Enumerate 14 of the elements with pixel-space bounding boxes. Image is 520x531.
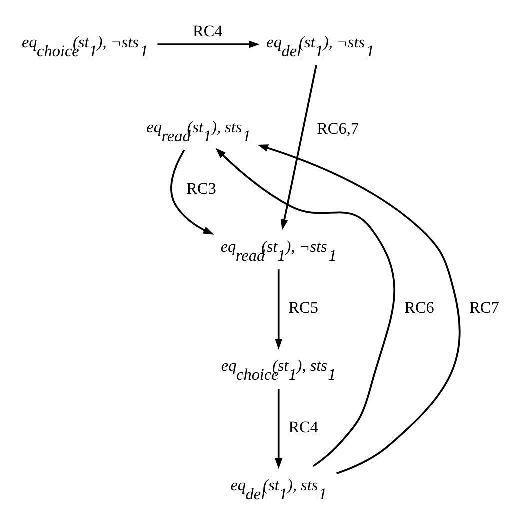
arrow — [275, 269, 283, 350]
edge-label: RC6,7 — [317, 120, 360, 138]
edge-label: RC7 — [470, 298, 500, 317]
arrow — [275, 388, 283, 469]
arrow — [170, 149, 214, 234]
edge-label: RC5 — [288, 298, 318, 317]
edge-label: RC3 — [186, 179, 216, 198]
edge-label: RC6 — [404, 298, 434, 317]
edge-label: RC4 — [193, 22, 223, 40]
arrow — [280, 64, 318, 230]
arrow — [216, 148, 396, 467]
arrow — [258, 144, 461, 474]
arrow — [158, 40, 260, 48]
edge-label: RC4 — [288, 418, 318, 436]
